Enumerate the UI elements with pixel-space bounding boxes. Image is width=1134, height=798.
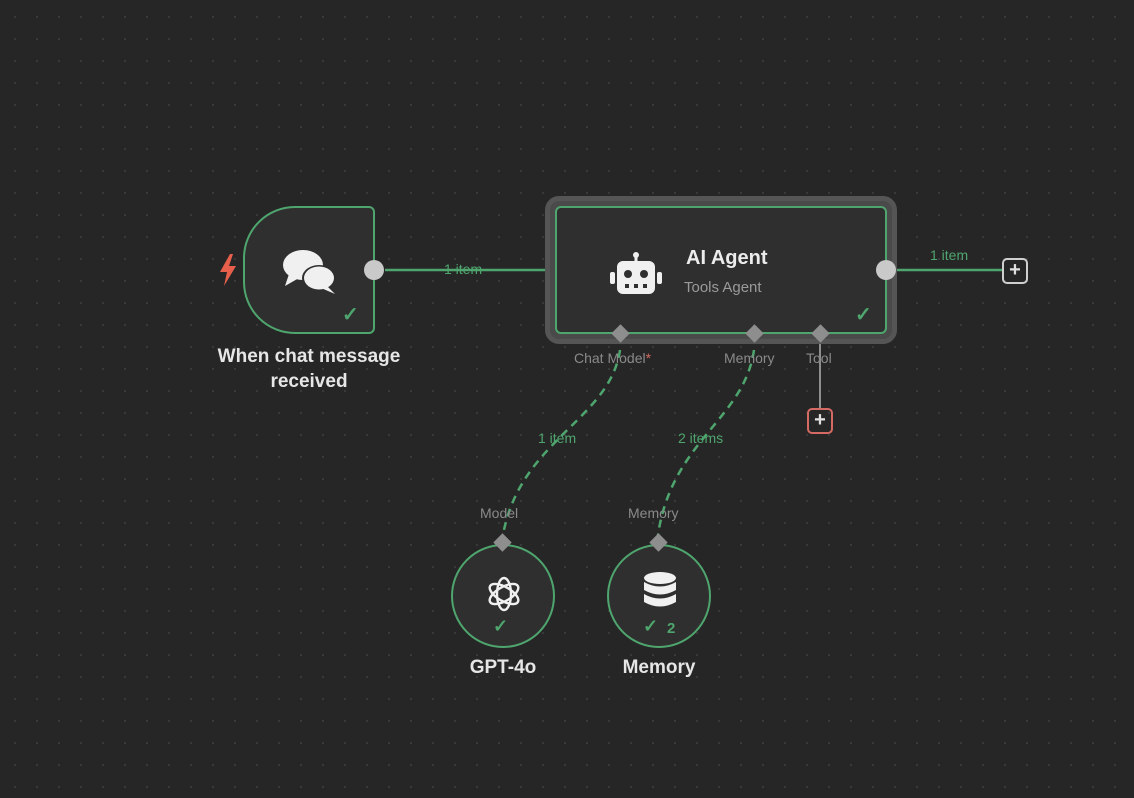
agent-success-check-icon: ✓ — [855, 304, 872, 326]
agent-output-item-count: 1 item — [930, 247, 969, 263]
trigger-label-line1: When chat message — [217, 346, 401, 367]
required-mark: * — [645, 350, 652, 366]
memory-run-count: 2 — [667, 620, 676, 637]
trigger-label-line2: received — [270, 371, 348, 392]
memory-item-count: 2 items — [678, 430, 724, 446]
openai-icon — [488, 576, 520, 612]
trigger-success-check-icon: ✓ — [342, 304, 359, 326]
gpt-4o-node[interactable]: ✓ — [451, 544, 555, 648]
gpt-label: GPT-4o — [469, 657, 537, 678]
chat-bubbles-icon — [283, 250, 336, 294]
agent-output-handle[interactable] — [876, 260, 896, 280]
memory-connector-label: Memory — [724, 350, 775, 366]
memory-input-label: Memory — [628, 505, 679, 521]
database-icon — [644, 572, 676, 607]
robot-icon — [610, 252, 662, 294]
chat-trigger-node[interactable]: ✓ — [243, 206, 375, 334]
chat-model-connector-label: Chat Model* — [574, 350, 651, 366]
chat-model-text: Chat Model — [574, 350, 646, 366]
memory-node[interactable]: ✓ 2 — [607, 544, 711, 648]
trigger-agent-item-count: 1 item — [444, 261, 483, 277]
memory-label: Memory — [622, 657, 696, 678]
trigger-label: When chat message received — [196, 344, 422, 394]
lightning-bolt-icon — [220, 254, 236, 286]
tool-connector-label: Tool — [806, 350, 832, 366]
gpt-input-label: Model — [480, 505, 519, 521]
add-tool-button[interactable]: + — [807, 408, 833, 434]
add-next-node-button[interactable]: + — [1002, 258, 1028, 284]
ai-agent-node[interactable]: AI Agent Tools Agent ✓ — [555, 206, 887, 334]
trigger-output-handle[interactable] — [364, 260, 384, 280]
model-item-count: 1 item — [538, 430, 577, 446]
memory-success-check-icon: ✓ — [643, 616, 659, 636]
model-to-agent-wire[interactable] — [501, 349, 622, 536]
gpt-success-check-icon: ✓ — [493, 616, 509, 636]
agent-title: AI Agent — [686, 247, 768, 269]
agent-subtitle: Tools Agent — [684, 279, 762, 296]
